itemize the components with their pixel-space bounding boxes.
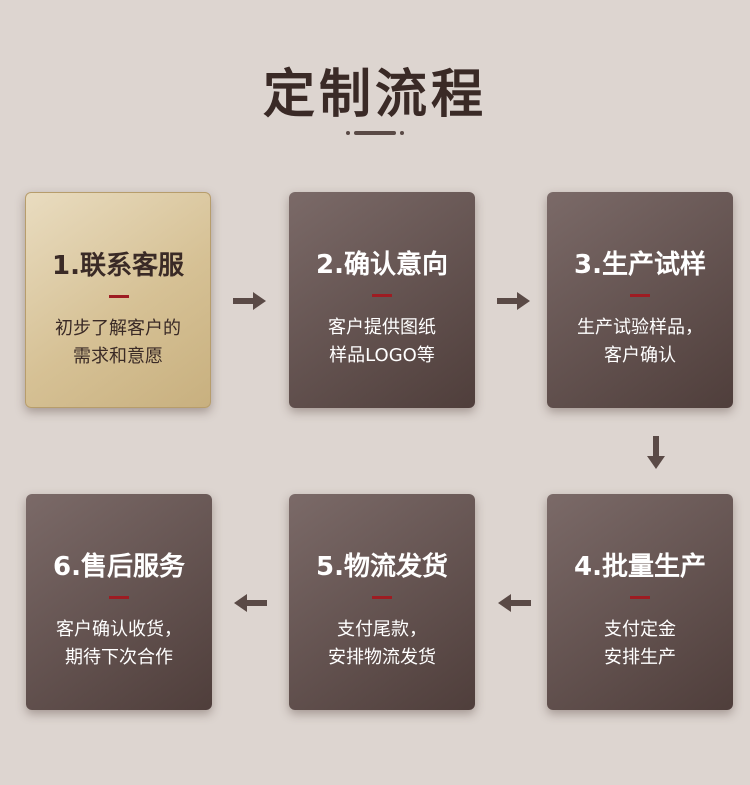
arrow-down-icon bbox=[646, 436, 666, 470]
title-underline bbox=[346, 130, 404, 136]
step-desc-line: 客户提供图纸 bbox=[328, 317, 436, 338]
step-divider bbox=[109, 596, 129, 599]
step-description: 生产试验样品， 客户确认 bbox=[547, 314, 733, 370]
arrow-left-icon bbox=[497, 593, 531, 613]
step-title: 4.批量生产 bbox=[574, 552, 706, 582]
step-desc-line: 需求和意愿 bbox=[73, 346, 163, 367]
step-desc-line: 安排生产 bbox=[604, 647, 676, 668]
step-title: 6.售后服务 bbox=[53, 552, 185, 582]
underline-bar bbox=[354, 131, 396, 135]
step-description: 客户确认收货， 期待下次合作 bbox=[26, 616, 212, 672]
underline-dot-left bbox=[346, 131, 350, 135]
step-desc-line: 样品LOGO等 bbox=[329, 345, 435, 366]
step-desc-line: 生产试验样品， bbox=[577, 317, 703, 338]
underline-dot-right bbox=[400, 131, 404, 135]
step-description: 支付定金 安排生产 bbox=[547, 616, 733, 672]
step-desc-line: 客户确认 bbox=[604, 345, 676, 366]
step-desc-line: 客户确认收货， bbox=[56, 619, 182, 640]
step-divider bbox=[630, 596, 650, 599]
step-desc-line: 初步了解客户的 bbox=[55, 318, 181, 339]
arrow-right-icon bbox=[497, 291, 531, 311]
step-divider bbox=[372, 596, 392, 599]
step-desc-line: 支付定金 bbox=[604, 619, 676, 640]
step-card-1: 1.联系客服 初步了解客户的 需求和意愿 bbox=[25, 192, 211, 408]
step-description: 支付尾款， 安排物流发货 bbox=[289, 616, 475, 672]
step-card-5: 5.物流发货 支付尾款， 安排物流发货 bbox=[289, 494, 475, 710]
step-divider bbox=[630, 294, 650, 297]
step-divider bbox=[372, 294, 392, 297]
step-desc-line: 期待下次合作 bbox=[65, 647, 173, 668]
step-card-6: 6.售后服务 客户确认收货， 期待下次合作 bbox=[26, 494, 212, 710]
step-desc-line: 支付尾款， bbox=[337, 619, 427, 640]
step-card-4: 4.批量生产 支付定金 安排生产 bbox=[547, 494, 733, 710]
step-title: 5.物流发货 bbox=[316, 552, 448, 582]
step-title: 2.确认意向 bbox=[316, 250, 448, 280]
step-description: 初步了解客户的 需求和意愿 bbox=[26, 315, 210, 371]
step-card-3: 3.生产试样 生产试验样品， 客户确认 bbox=[547, 192, 733, 408]
step-title: 3.生产试样 bbox=[574, 250, 706, 280]
arrow-right-icon bbox=[233, 291, 267, 311]
step-title: 1.联系客服 bbox=[52, 251, 184, 281]
step-divider bbox=[109, 295, 129, 298]
step-desc-line: 安排物流发货 bbox=[328, 647, 436, 668]
step-description: 客户提供图纸 样品LOGO等 bbox=[289, 314, 475, 370]
page-title: 定制流程 bbox=[262, 65, 487, 125]
arrow-left-icon bbox=[233, 593, 267, 613]
step-card-2: 2.确认意向 客户提供图纸 样品LOGO等 bbox=[289, 192, 475, 408]
